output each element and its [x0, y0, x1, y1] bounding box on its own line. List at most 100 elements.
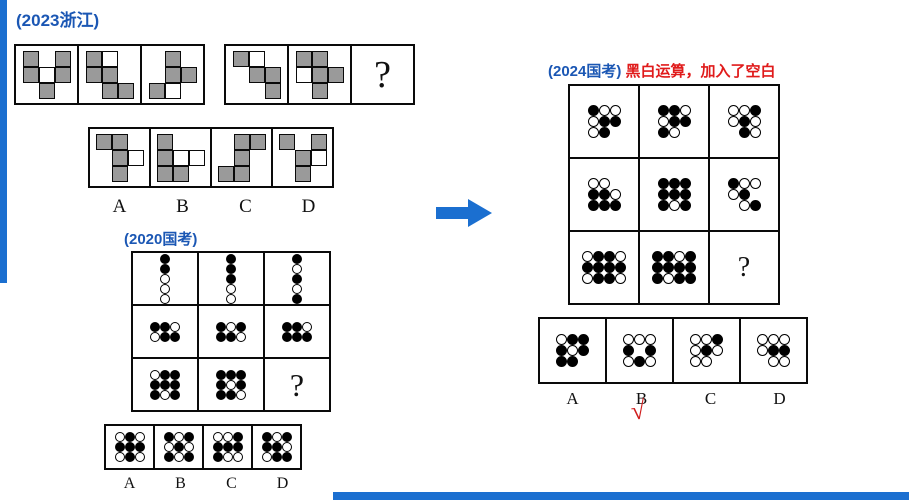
question-mark-cell: ?: [710, 232, 778, 303]
gray-square: [156, 149, 173, 166]
title-2024-note: 黑白运算，加入了空白: [625, 63, 776, 80]
option-box-a: [104, 424, 155, 470]
empty-slot: [610, 178, 621, 189]
white-circle: [226, 283, 236, 294]
empty-slot: [279, 150, 295, 166]
empty-slot: [118, 67, 134, 83]
white-circle: [222, 432, 233, 442]
black-circle: [556, 356, 567, 367]
gray-square: [295, 50, 312, 67]
option-box-a: [88, 127, 151, 188]
white-circle: [690, 334, 701, 345]
figure-pattern: [295, 50, 344, 99]
figure-box: [140, 44, 205, 105]
white-circle: [160, 283, 170, 294]
matrix-cell: [640, 159, 708, 230]
white-circle: [749, 178, 761, 189]
question-mark-cell: ?: [265, 359, 329, 410]
white-circle: [160, 273, 170, 284]
white-circle: [749, 116, 761, 127]
white-circle: [271, 432, 282, 442]
black-circle: [604, 251, 615, 262]
white-circle: [134, 432, 145, 442]
white-circle: [302, 321, 312, 332]
black-circle: [668, 178, 680, 189]
black-circle: [232, 432, 243, 442]
white-circle: [768, 356, 779, 367]
option-labels-2024: A B C D: [538, 389, 814, 409]
option-box-c: [672, 317, 741, 384]
gray-square: [264, 66, 281, 83]
black-circle: [657, 127, 669, 138]
gray-square: [164, 50, 181, 67]
white-circle: [292, 283, 302, 294]
black-circle: [657, 178, 669, 189]
figure-box: [224, 44, 289, 105]
white-circle: [163, 442, 174, 452]
matrix-cell: [710, 86, 778, 157]
figure-pattern: [216, 321, 246, 342]
empty-slot: [712, 356, 723, 367]
white-circle: [738, 105, 750, 116]
white-circle: [668, 200, 680, 211]
black-circle: [170, 369, 180, 380]
empty-slot: [757, 356, 768, 367]
option-box-c: [210, 127, 273, 188]
empty-slot: [610, 127, 621, 138]
matrix-cell: [640, 86, 708, 157]
sequence-2023-right: ?: [224, 44, 415, 105]
black-circle: [679, 116, 691, 127]
gray-square: [233, 149, 250, 166]
matrix-cell: [133, 306, 197, 357]
black-circle: [261, 442, 272, 452]
gray-square: [148, 82, 165, 99]
white-circle: [598, 178, 610, 189]
gray-square: [264, 82, 281, 99]
black-circle: [216, 321, 226, 332]
white-circle: [114, 432, 125, 442]
empty-slot: [149, 67, 165, 83]
gray-square: [232, 50, 249, 67]
black-circle: [124, 442, 135, 452]
matrix-cell: [133, 253, 197, 304]
black-circle: [232, 442, 243, 452]
options-2023: [88, 127, 334, 188]
figure-pattern: [278, 133, 327, 182]
gray-square: [117, 82, 134, 99]
empty-slot: [250, 150, 266, 166]
white-circle: [226, 293, 236, 304]
white-circle: [582, 251, 593, 262]
empty-slot: [578, 356, 589, 367]
black-circle: [615, 262, 626, 273]
empty-slot: [189, 166, 205, 182]
black-circle: [292, 293, 302, 304]
black-circle: [738, 189, 750, 200]
black-circle: [236, 379, 246, 390]
white-circle: [609, 189, 621, 200]
white-circle: [690, 345, 701, 356]
gray-square: [164, 66, 181, 83]
white-circle: [598, 105, 610, 116]
option-label-b: B: [635, 389, 648, 408]
figure-pattern: [150, 369, 180, 400]
white-circle: [623, 334, 634, 345]
matrix-2024: ?: [568, 84, 780, 305]
black-circle: [292, 321, 302, 332]
black-circle: [222, 442, 233, 452]
white-square: [310, 149, 327, 166]
black-circle: [623, 345, 634, 356]
white-circle: [150, 369, 160, 380]
question-mark: ?: [737, 251, 751, 283]
black-circle: [183, 452, 194, 462]
gray-square: [22, 50, 39, 67]
title-2024-guokao: (2024国考) 黑白运算，加入了空白: [548, 60, 776, 81]
figure-pattern: [587, 178, 621, 211]
black-circle: [598, 116, 610, 127]
black-circle: [668, 105, 680, 116]
white-circle: [236, 389, 246, 400]
empty-slot: [233, 83, 249, 99]
option-label-d: D: [301, 196, 316, 217]
white-circle: [738, 200, 750, 211]
figure-pattern: [727, 178, 761, 211]
black-circle: [292, 253, 302, 264]
